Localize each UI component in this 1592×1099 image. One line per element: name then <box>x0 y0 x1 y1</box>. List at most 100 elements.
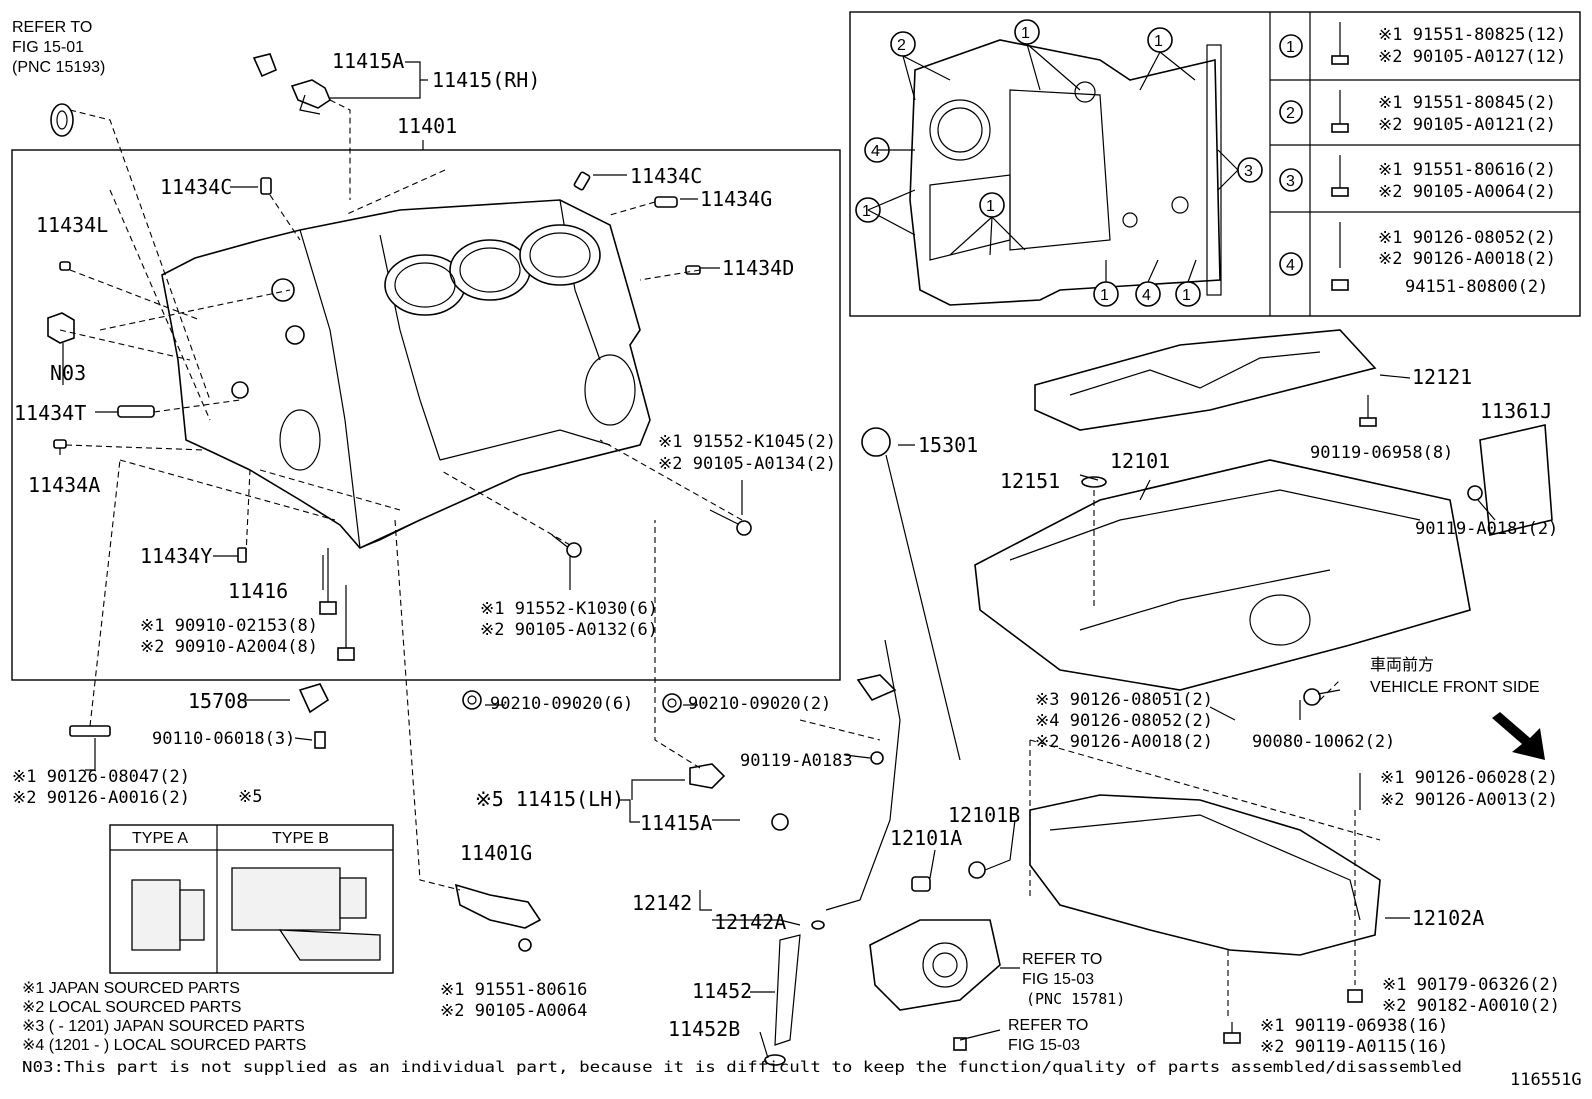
svg-text:1: 1 <box>986 198 995 215</box>
bolt-location-inset <box>849 11 1581 317</box>
sensor-11401G <box>454 883 542 952</box>
label-90210-09020-a: 90210-09020(6) <box>490 694 633 714</box>
label-90210-09020-b: 90210-09020(2) <box>688 694 831 714</box>
label-90179-06326: ※1 90179-06326(2) <box>1382 975 1560 995</box>
label-90080-10062: 90080-10062(2) <box>1252 732 1395 752</box>
inset-markers: 2 1 1 4 1 1 3 1 4 1 <box>855 19 1263 307</box>
label-91552-K1030: ※1 91552-K1030(6) <box>480 599 658 619</box>
refer-fig-15-03-a-line3: (PNC 15781) <box>1026 990 1125 1008</box>
legend-3-line2: ※2 90105-A0064(2) <box>1378 182 1556 202</box>
label-11434A: 11434A <box>28 473 100 497</box>
svg-text:1: 1 <box>1021 25 1030 42</box>
oil-jet-11415-RH <box>252 53 351 200</box>
oil-pan-lower-12102A <box>1029 794 1381 956</box>
seal-ring-refer <box>50 103 211 401</box>
label-12101B: 12101B <box>948 803 1020 827</box>
legend-num-4: 4 <box>1286 257 1295 274</box>
label-11434L: 11434L <box>36 213 108 237</box>
label-90126-A0016: ※2 90126-A0016(2) <box>12 788 190 808</box>
label-91552-K1045: ※1 91552-K1045(2) <box>658 432 836 452</box>
label-90910-02153: ※1 90910-02153(8) <box>140 616 318 636</box>
bolt-91552-K1030 <box>551 534 582 558</box>
svg-text:1: 1 <box>1100 287 1109 304</box>
label-90910-A2004: ※2 90910-A2004(8) <box>140 637 318 657</box>
refer-fig-15-01-line3: (PNC 15193) <box>12 59 105 76</box>
label-11415A: 11415A <box>332 49 404 73</box>
label-90105-A0064: ※2 90105-A0064 <box>440 1001 587 1021</box>
label-90119-A0181: 90119-A0181(2) <box>1415 519 1558 539</box>
plug-N03 <box>47 312 75 344</box>
label-11401: 11401 <box>397 114 457 138</box>
bolt-91552-K1045 <box>709 509 752 536</box>
engine-block-illustration <box>161 199 651 549</box>
legend-2-line1: ※1 91551-80845(2) <box>1378 93 1556 113</box>
bolt-legend <box>1270 22 1580 291</box>
legend-num-2: 2 <box>1286 105 1295 122</box>
pin-11434A <box>53 439 67 449</box>
note-1: ※1 JAPAN SOURCED PARTS <box>22 980 240 997</box>
legend-4-line2: ※2 90126-A0018(2) <box>1378 249 1556 269</box>
note-4: ※4 (1201 - ) LOCAL SOURCED PARTS <box>22 1037 306 1054</box>
label-90126-08052: ※4 90126-08052(2) <box>1035 711 1213 731</box>
legend-1-line2: ※2 90105-A0127(12) <box>1378 47 1566 67</box>
svg-text:3: 3 <box>1244 163 1253 180</box>
legend-bolt-icons <box>1331 22 1349 291</box>
footnotes: ※1 JAPAN SOURCED PARTS ※2 LOCAL SOURCED … <box>22 980 1462 1076</box>
label-90126-A0013: ※2 90126-A0013(2) <box>1380 790 1558 810</box>
legend-2-line2: ※2 90105-A0121(2) <box>1378 115 1556 135</box>
legend-3-line1: ※1 91551-80616(2) <box>1378 160 1556 180</box>
callout-labels: REFER TO FIG 15-01 (PNC 15193) 11415A 11… <box>12 19 1582 1090</box>
label-11415A-lh: 11415A <box>640 811 712 835</box>
svg-text:1: 1 <box>862 203 871 220</box>
oil-jet-11415-LH <box>654 520 789 831</box>
diagram-id: 116551G <box>1510 1070 1582 1090</box>
pin-11434L <box>59 261 71 271</box>
dipstick-guide-12142 <box>825 639 901 911</box>
legend-num-1: 1 <box>1286 39 1295 56</box>
svg-text:1: 1 <box>1182 287 1191 304</box>
dipstick-15301 <box>861 427 961 761</box>
label-90126-08047: ※1 90126-08047(2) <box>12 767 190 787</box>
label-12101: 12101 <box>1110 449 1170 473</box>
label-11416: 11416 <box>228 579 288 603</box>
refer-fig-15-03-a-line2: FIG 15-03 <box>1022 971 1094 988</box>
legend-num-3: 3 <box>1286 173 1295 190</box>
label-11434C-right: 11434C <box>630 164 702 188</box>
note-2: ※2 LOCAL SOURCED PARTS <box>22 999 241 1016</box>
bolt-11416 <box>319 548 355 661</box>
oil-pan-baffle-12121 <box>1034 329 1377 431</box>
legend-1-line1: ※1 91551-80825(12) <box>1378 25 1566 45</box>
pan-leader-lines <box>59 61 1496 1059</box>
label-90119-06938: ※1 90119-06938(16) <box>1260 1016 1448 1036</box>
vehicle-front-arrow <box>1492 712 1545 760</box>
label-11434D: 11434D <box>722 256 794 280</box>
label-11415RH: 11415(RH) <box>432 68 540 92</box>
label-12142: 12142 <box>632 891 692 915</box>
label-90126-08051: ※3 90126-08051(2) <box>1035 690 1213 710</box>
pin-11434C-left <box>260 177 272 195</box>
note-3: ※3 ( - 1201) JAPAN SOURCED PARTS <box>22 1018 305 1035</box>
misc-small-parts <box>69 395 1483 1066</box>
label-11434Y: 11434Y <box>140 544 212 568</box>
type-table <box>109 824 394 974</box>
label-12151: 12151 <box>1000 469 1060 493</box>
svg-text:4: 4 <box>1142 287 1151 304</box>
label-90126-06028: ※1 90126-06028(2) <box>1380 768 1558 788</box>
pin-11434G <box>654 196 678 208</box>
vehicle-front-en: VEHICLE FRONT SIDE <box>1370 679 1540 696</box>
timing-cover-illustration <box>909 39 1222 306</box>
label-11452: 11452 <box>692 979 752 1003</box>
label-90182-A0010: ※2 90182-A0010(2) <box>1382 996 1560 1016</box>
refer-fig-15-03-b-line2: FIG 15-03 <box>1008 1037 1080 1054</box>
pin-11434C-right <box>573 171 591 191</box>
pin-11434Y <box>237 547 247 563</box>
note-N03: N03:This part is not supplied as an indi… <box>22 1058 1462 1076</box>
label-91551-80616: ※1 91551-80616 <box>440 980 587 1000</box>
legend-4-line3: 94151-80800(2) <box>1405 277 1548 297</box>
oil-pan-upper-12101 <box>974 459 1471 691</box>
label-90126-A0018: ※2 90126-A0018(2) <box>1035 732 1213 752</box>
refer-fig-15-01-line1: REFER TO <box>12 19 92 36</box>
label-12102A: 12102A <box>1412 906 1484 930</box>
label-star5: ※5 <box>238 787 262 807</box>
